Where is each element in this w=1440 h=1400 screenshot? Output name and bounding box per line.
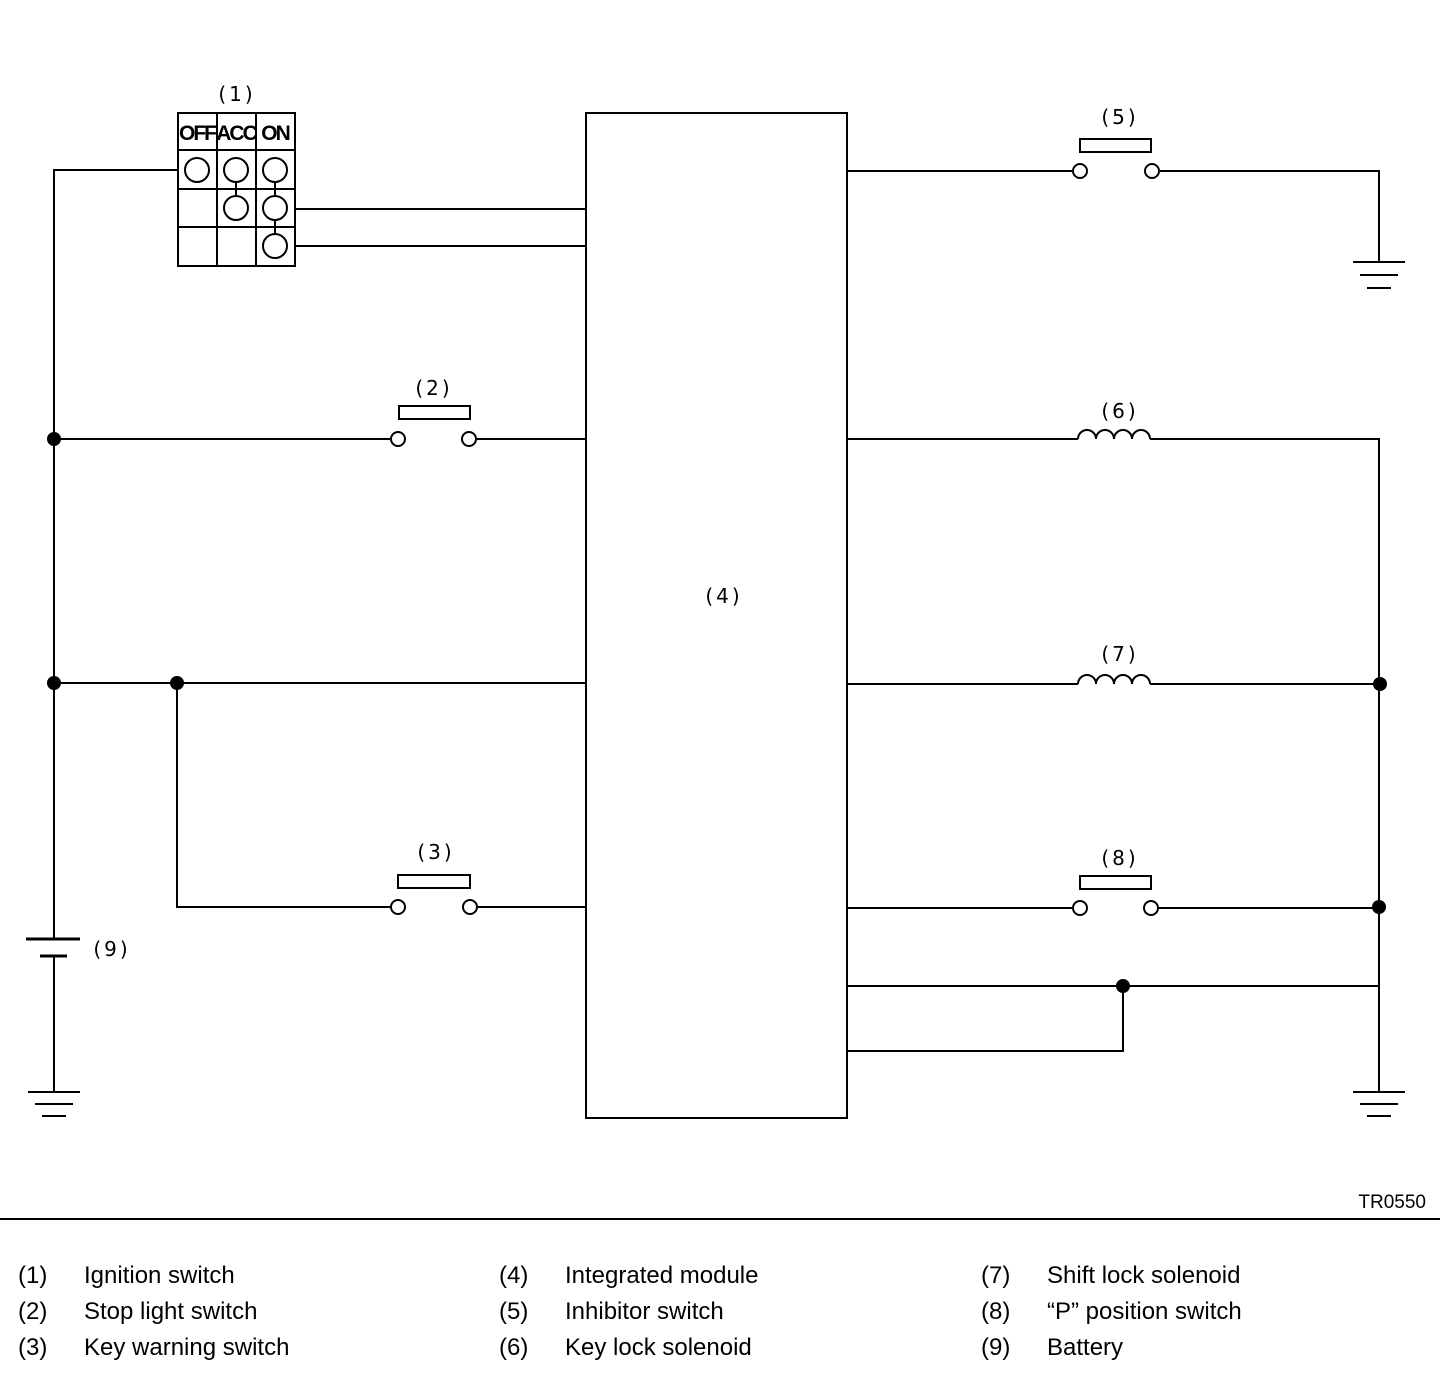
legend-num: (3) [18, 1334, 48, 1361]
junction-dot [1116, 979, 1130, 993]
integrated-module-box [585, 112, 848, 1119]
legend-num: (1) [18, 1262, 48, 1289]
left-wiring [47, 169, 586, 1092]
coil-symbol [1077, 674, 1151, 685]
legend-num: (4) [499, 1262, 529, 1289]
ground-symbol-bottom-right [1353, 1091, 1405, 1117]
junction-dot [170, 676, 184, 690]
ignition-position-on: ON [261, 122, 289, 145]
ignition-switch-label: (1) [218, 82, 255, 106]
ignition-contact [262, 233, 288, 259]
legend-num: (7) [981, 1262, 1011, 1289]
key-warning-switch-label: (3) [417, 840, 454, 864]
battery: (9) [26, 937, 130, 961]
legend-num: (8) [981, 1298, 1011, 1325]
inhibitor-switch: (5) [1072, 105, 1160, 179]
ignition-contact [184, 157, 210, 183]
legend-text: Battery [1047, 1334, 1124, 1361]
legend-text: “P” position switch [1047, 1298, 1242, 1325]
integrated-module-label: (4) [705, 584, 742, 608]
legend-num: (5) [499, 1298, 529, 1325]
legend-text: Inhibitor switch [565, 1298, 724, 1325]
ignition-switch: (1) OFF ACC ON [177, 82, 296, 267]
circuit-diagram: (1) OFF ACC ON (4) [0, 82, 1440, 1220]
p-position-switch: (8) [1072, 846, 1159, 916]
ignition-position-off: OFF [179, 122, 217, 145]
figure-ref-code: TR0550 [1358, 1192, 1426, 1213]
legend-text: Key warning switch [84, 1334, 290, 1361]
ground-symbol-left [28, 1091, 80, 1117]
key-warning-switch: (3) [390, 840, 478, 915]
right-wiring [847, 170, 1387, 1092]
junction-dot [1373, 677, 1387, 691]
ignition-contact [262, 157, 288, 183]
legend-text: Integrated module [565, 1262, 759, 1289]
shift-lock-solenoid: (7) [1077, 642, 1151, 685]
legend-text: Ignition switch [84, 1262, 235, 1289]
shift-lock-solenoid-label: (7) [1101, 642, 1138, 666]
ignition-contact [223, 157, 249, 183]
key-lock-solenoid: (6) [1077, 399, 1151, 440]
legend: (1) Ignition switch (2) Stop light switc… [0, 1262, 1440, 1382]
legend-num: (2) [18, 1298, 48, 1325]
junction-dot [47, 432, 61, 446]
junction-dot [47, 676, 61, 690]
inhibitor-switch-label: (5) [1101, 105, 1138, 129]
legend-text: Key lock solenoid [565, 1334, 752, 1361]
ignition-contact [262, 195, 288, 221]
ground-symbol-top-right [1353, 261, 1405, 289]
integrated-module: (4) [585, 112, 848, 1119]
coil-symbol [1077, 429, 1151, 440]
battery-label: (9) [93, 937, 130, 961]
legend-text: Stop light switch [84, 1298, 258, 1325]
legend-num: (9) [981, 1334, 1011, 1361]
key-lock-solenoid-label: (6) [1101, 399, 1138, 423]
legend-num: (6) [499, 1334, 529, 1361]
p-position-switch-label: (8) [1101, 846, 1138, 870]
stop-light-switch: (2) [390, 376, 477, 447]
ignition-position-acc: ACC [216, 122, 257, 145]
ignition-contact [223, 195, 249, 221]
stop-light-switch-label: (2) [415, 376, 452, 400]
legend-text: Shift lock solenoid [1047, 1262, 1241, 1289]
junction-dot [1372, 900, 1386, 914]
